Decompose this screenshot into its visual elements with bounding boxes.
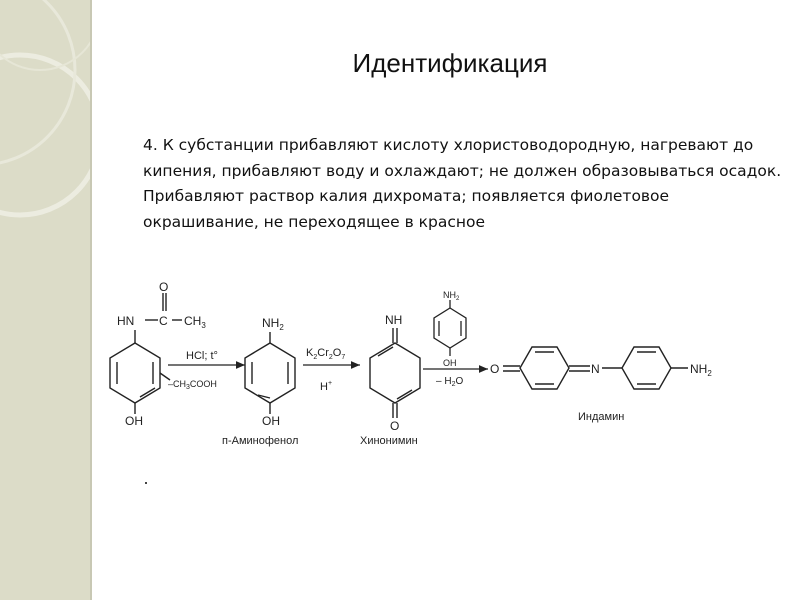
m2-name: п-Аминофенол bbox=[222, 435, 298, 447]
slide-title: Идентификация bbox=[250, 48, 650, 79]
stray-dot bbox=[145, 482, 147, 484]
m1-nh-label: HN bbox=[117, 314, 134, 328]
reagent-p-aminophenol bbox=[433, 300, 467, 356]
r3-oh-label: OH bbox=[443, 358, 457, 368]
r3-byproduct: – H2O bbox=[436, 376, 463, 388]
r2-acid: H+ bbox=[320, 380, 332, 393]
sidebar-circles bbox=[0, 0, 90, 218]
m1-c-label: C bbox=[159, 314, 168, 328]
m2-nh2-label: NH2 bbox=[262, 316, 284, 332]
m4-name: Индамин bbox=[578, 411, 624, 423]
molecule-indamine bbox=[503, 346, 688, 390]
m3-name: Хинонимин bbox=[360, 435, 418, 447]
decorative-sidebar bbox=[0, 0, 90, 600]
m1-ch3-label: CH3 bbox=[184, 314, 206, 330]
sidebar-divider bbox=[90, 0, 92, 600]
molecule-paracetamol bbox=[109, 293, 182, 414]
molecule-p-aminophenol bbox=[244, 332, 296, 414]
m1-oh-label: OH bbox=[125, 414, 143, 428]
m4-n-label: N bbox=[591, 362, 600, 376]
r1-conditions-top: HCl; t° bbox=[186, 350, 218, 362]
molecule-quinone-imine bbox=[369, 328, 421, 418]
slide-paragraph: 4. К субстанции прибавляют кислоту хлори… bbox=[143, 136, 782, 231]
m4-nh2-label: NH2 bbox=[690, 362, 712, 378]
m2-oh-label: OH bbox=[262, 414, 280, 428]
m4-o-label: O bbox=[490, 362, 499, 376]
m3-o-label: O bbox=[390, 419, 399, 433]
r3-nh2-label: NH2 bbox=[443, 290, 460, 302]
r1-byproduct: –CH3COOH bbox=[168, 379, 217, 391]
m3-nh-label: NH bbox=[385, 313, 402, 327]
r2-reagent: K2Cr2O7 bbox=[306, 347, 345, 361]
m1-o-label: O bbox=[159, 280, 168, 294]
title-text: Идентификация bbox=[352, 48, 548, 78]
